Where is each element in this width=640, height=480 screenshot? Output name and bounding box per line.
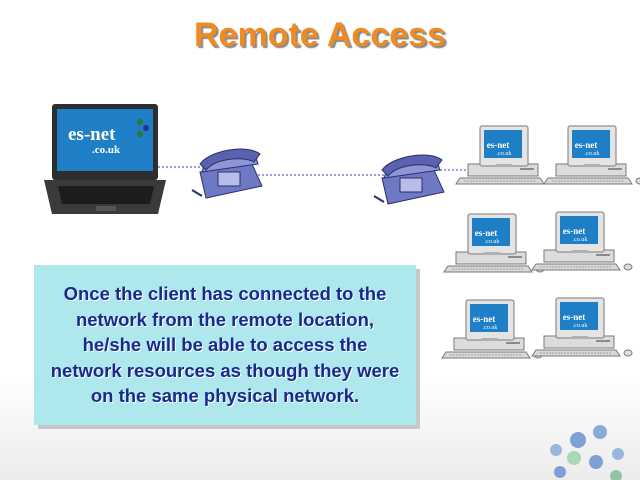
workstation-logo: es-net bbox=[475, 228, 498, 238]
workstation-icon: es-net .co.uk bbox=[455, 125, 557, 185]
description-box: Once the client has connected to the net… bbox=[34, 265, 416, 425]
laptop-logo-sub: .co.uk bbox=[92, 144, 121, 156]
workstation-icon: es-net .co.uk bbox=[443, 213, 545, 273]
workstation-logo: es-net bbox=[487, 140, 510, 150]
workstation-logo: es-net bbox=[473, 314, 496, 324]
workstation-icon: es-net .co.uk bbox=[531, 297, 633, 357]
workstation-logo: es-net bbox=[563, 226, 586, 236]
description-text: Once the client has connected to the net… bbox=[50, 283, 400, 407]
laptop-logo-main: es-net bbox=[68, 124, 116, 145]
workstation-logo-sub: .co.uk bbox=[573, 323, 588, 329]
page-title: Remote Access bbox=[194, 16, 446, 54]
workstation-logo-sub: .co.uk bbox=[573, 237, 588, 243]
workstation-icon: es-net .co.uk bbox=[543, 125, 640, 185]
telephone-icon bbox=[373, 154, 445, 205]
workstation-logo: es-net bbox=[575, 140, 598, 150]
workstation-icon: es-net .co.uk bbox=[531, 211, 633, 271]
workstation-logo-sub: .co.uk bbox=[483, 325, 498, 331]
workstation-logo-sub: .co.uk bbox=[585, 151, 600, 157]
workstation-logo-sub: .co.uk bbox=[497, 151, 512, 157]
workstation-logo: es-net bbox=[563, 312, 586, 322]
workstation-grid: es-net .co.uk es-net .co.uk es-net .co.u… bbox=[441, 125, 640, 359]
laptop-icon: es-net .co.uk bbox=[44, 104, 166, 214]
workstation-logo-sub: .co.uk bbox=[485, 239, 500, 245]
decorative-dots bbox=[550, 425, 624, 480]
telephone-icon bbox=[191, 148, 263, 199]
workstation-icon: es-net .co.uk bbox=[441, 299, 543, 359]
